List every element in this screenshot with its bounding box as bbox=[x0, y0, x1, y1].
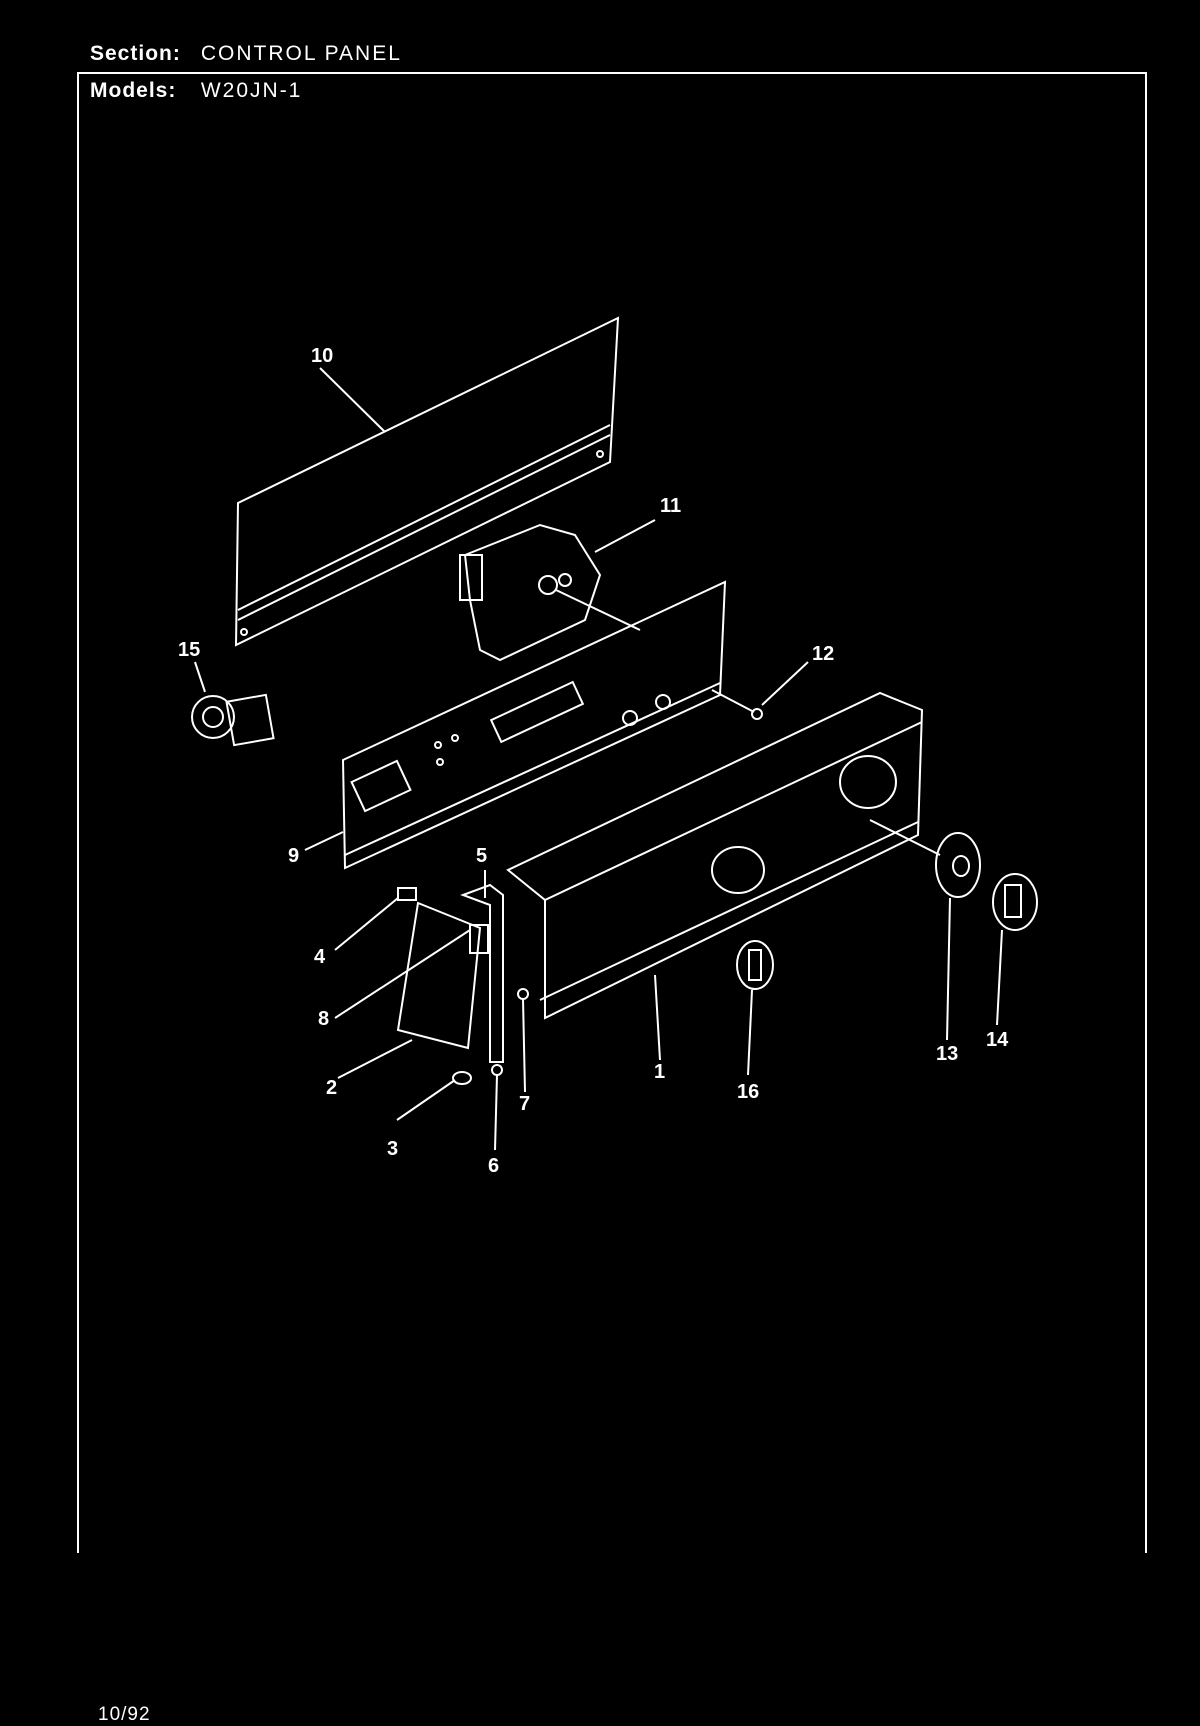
part-7-screw bbox=[517, 988, 529, 1000]
footer-date: 10/92 bbox=[98, 1704, 151, 1725]
callout-11: 11 bbox=[660, 495, 681, 517]
callout-6: 6 bbox=[488, 1155, 499, 1177]
page-frame bbox=[77, 72, 1147, 1553]
part-10-rear-panel bbox=[234, 316, 620, 647]
part-16-knob bbox=[736, 940, 774, 990]
part-13-dial bbox=[869, 819, 981, 898]
part-12-screw bbox=[711, 689, 763, 720]
section-row: Section: CONTROL PANEL bbox=[90, 42, 402, 66]
callout-5: 5 bbox=[476, 845, 487, 867]
callout-1: 1 bbox=[654, 1061, 665, 1083]
part-9-console-plate bbox=[341, 580, 727, 870]
callout-4: 4 bbox=[314, 946, 326, 968]
part-6-fastener bbox=[491, 1064, 503, 1076]
part-1-front-panel bbox=[506, 691, 924, 1020]
callout-12: 12 bbox=[812, 643, 834, 665]
callout-15: 15 bbox=[178, 639, 200, 661]
part-3-clip bbox=[452, 1071, 472, 1085]
callout-3: 3 bbox=[387, 1138, 398, 1160]
section-label: Section: bbox=[90, 42, 181, 65]
part-4-clip bbox=[397, 887, 417, 901]
models-row: Models: W20JN-1 bbox=[90, 79, 302, 103]
callout-2: 2 bbox=[326, 1077, 337, 1099]
models-label: Models: bbox=[90, 79, 177, 102]
section-value: CONTROL PANEL bbox=[200, 42, 402, 65]
part-5-strip bbox=[460, 883, 504, 1063]
callout-10: 10 bbox=[311, 345, 333, 367]
callout-9: 9 bbox=[288, 845, 299, 867]
part-11-timer bbox=[459, 523, 641, 662]
part-15-switch bbox=[191, 693, 275, 747]
callout-13: 13 bbox=[936, 1043, 958, 1065]
part-2-dispenser bbox=[396, 901, 482, 1050]
part-8-bracket bbox=[469, 924, 489, 954]
leader-lines bbox=[194, 367, 1003, 1151]
callout-8: 8 bbox=[318, 1008, 329, 1030]
callout-7: 7 bbox=[519, 1093, 530, 1115]
callout-16: 16 bbox=[737, 1081, 759, 1103]
part-14-knob bbox=[992, 873, 1038, 931]
callout-14: 14 bbox=[986, 1029, 1009, 1051]
models-value: W20JN-1 bbox=[200, 79, 303, 102]
